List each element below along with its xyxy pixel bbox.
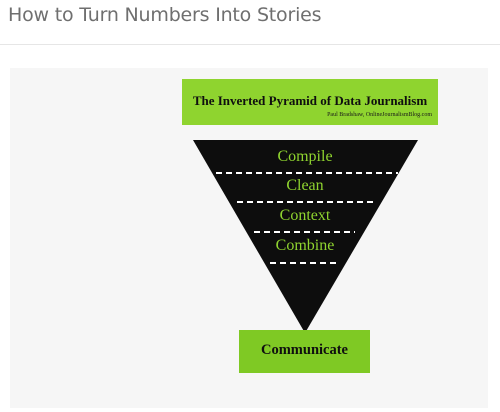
- title-divider: [0, 44, 500, 45]
- slide-header-box: The Inverted Pyramid of Data Journalism …: [182, 79, 438, 125]
- stage-label-combine: Combine: [275, 237, 335, 254]
- pyramid-shape: [193, 140, 418, 333]
- communicate-box: Communicate: [239, 330, 370, 373]
- slide-header-credit: Paul Bradshaw, OnlineJournalismBlog.com: [327, 112, 432, 118]
- communicate-label: Communicate: [261, 342, 348, 358]
- stage-label-clean: Clean: [286, 177, 324, 194]
- stage-label-context: Context: [279, 207, 331, 224]
- page-title: How to Turn Numbers Into Stories: [8, 4, 322, 26]
- slide-header-title: The Inverted Pyramid of Data Journalism: [192, 93, 428, 108]
- stage-label-compile: Compile: [277, 148, 333, 165]
